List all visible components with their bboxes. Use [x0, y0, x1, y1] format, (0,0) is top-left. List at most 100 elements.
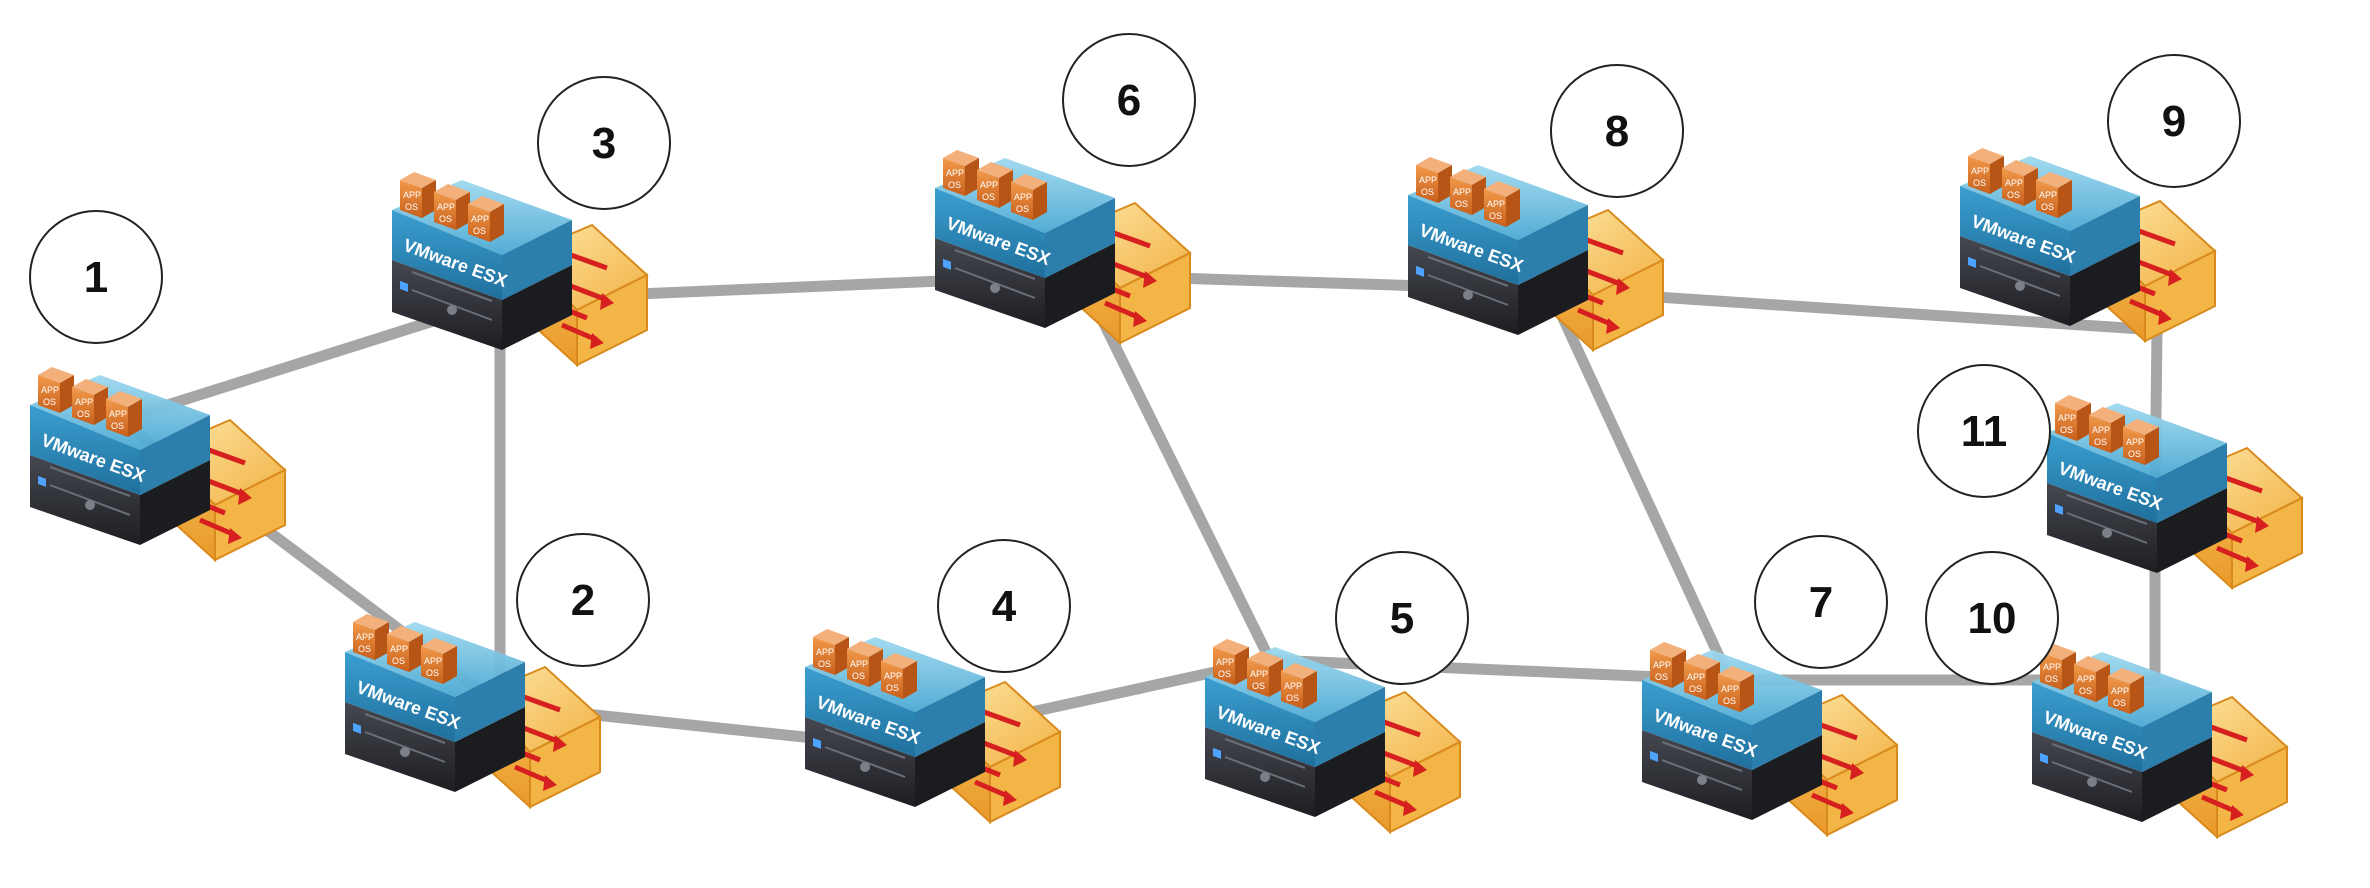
vm-box-icon: APP OS [847, 641, 883, 687]
vm-app-tag: APP [980, 180, 998, 190]
vm-app-tag: APP [816, 647, 834, 657]
vm-box-icon: APP OS [2089, 407, 2125, 453]
link-8-7 [1544, 284, 1736, 686]
vm-app-tag: APP [471, 214, 489, 224]
vm-os-tag: OS [818, 659, 831, 669]
vm-os-tag: OS [1689, 684, 1702, 694]
node-number: 1 [84, 253, 108, 302]
vm-box-icon: APP OS [1247, 651, 1283, 697]
vm-app-tag: APP [1487, 199, 1505, 209]
vm-box-icon: APP OS [1968, 148, 2004, 194]
server-chassis-icon [2047, 483, 2227, 573]
vm-app-tag: APP [850, 659, 868, 669]
vm-app-tag: APP [1721, 684, 1739, 694]
vm-os-tag: OS [2060, 425, 2073, 435]
server-chassis-icon [935, 238, 1115, 328]
vm-os-tag: OS [77, 409, 90, 419]
vm-os-tag: OS [886, 683, 899, 693]
vm-app-tag: APP [946, 168, 964, 178]
vm-os-tag: OS [439, 214, 452, 224]
vm-box-icon: APP OS [2055, 395, 2091, 441]
vm-box-icon: APP OS [106, 391, 142, 437]
node-number: 7 [1809, 578, 1833, 627]
vm-os-tag: OS [1973, 178, 1986, 188]
vm-app-tag: APP [109, 409, 127, 419]
node-number: 10 [1968, 594, 2017, 643]
node-label-3: 3 [537, 76, 671, 210]
node-label-10: 10 [1925, 551, 2059, 685]
vm-app-tag: APP [1419, 175, 1437, 185]
vm-app-tag: APP [1014, 192, 1032, 202]
vm-box-icon: APP OS [1650, 642, 1686, 688]
vm-box-icon: APP OS [2002, 160, 2038, 206]
node-number: 11 [1961, 407, 2008, 456]
vm-box-icon: APP OS [813, 629, 849, 675]
server-chassis-icon [392, 260, 572, 350]
vm-app-tag: APP [1250, 669, 1268, 679]
node-number: 2 [571, 576, 595, 625]
vm-app-tag: APP [2092, 425, 2110, 435]
vm-os-tag: OS [1655, 672, 1668, 682]
server-chassis-icon [1642, 730, 1822, 820]
vm-os-tag: OS [852, 671, 865, 681]
vm-os-tag: OS [2079, 686, 2092, 696]
node-label-9: 9 [2107, 54, 2241, 188]
node-label-1: 1 [29, 210, 163, 344]
server-chassis-icon [1960, 236, 2140, 326]
vm-app-tag: APP [390, 644, 408, 654]
vm-os-tag: OS [2128, 449, 2141, 459]
vm-box-icon: APP OS [1416, 157, 1452, 203]
vm-app-tag: APP [2043, 662, 2061, 672]
vm-os-tag: OS [111, 421, 124, 431]
vm-os-tag: OS [1252, 681, 1265, 691]
vm-app-tag: APP [1453, 187, 1471, 197]
node-number: 5 [1390, 594, 1414, 643]
vm-app-tag: APP [1971, 166, 1989, 176]
vm-os-tag: OS [2094, 437, 2107, 447]
vm-app-tag: APP [2005, 178, 2023, 188]
vm-os-tag: OS [982, 192, 995, 202]
vm-os-tag: OS [2007, 190, 2020, 200]
vm-os-tag: OS [43, 397, 56, 407]
vm-os-tag: OS [1489, 211, 1502, 221]
vm-os-tag: OS [1286, 693, 1299, 703]
vm-app-tag: APP [1687, 672, 1705, 682]
node-label-2: 2 [516, 533, 650, 667]
vm-app-tag: APP [1653, 660, 1671, 670]
vm-box-icon: APP OS [977, 162, 1013, 208]
vm-os-tag: OS [2045, 674, 2058, 684]
server-chassis-icon [345, 702, 525, 792]
node-label-11: 11 [1917, 364, 2051, 498]
vm-os-tag: OS [1218, 669, 1231, 679]
vm-os-tag: OS [1421, 187, 1434, 197]
node-number: 3 [592, 119, 616, 168]
vm-box-icon: APP OS [1484, 181, 1520, 227]
vm-os-tag: OS [948, 180, 961, 190]
node-label-8: 8 [1550, 64, 1684, 198]
vm-app-tag: APP [2058, 413, 2076, 423]
